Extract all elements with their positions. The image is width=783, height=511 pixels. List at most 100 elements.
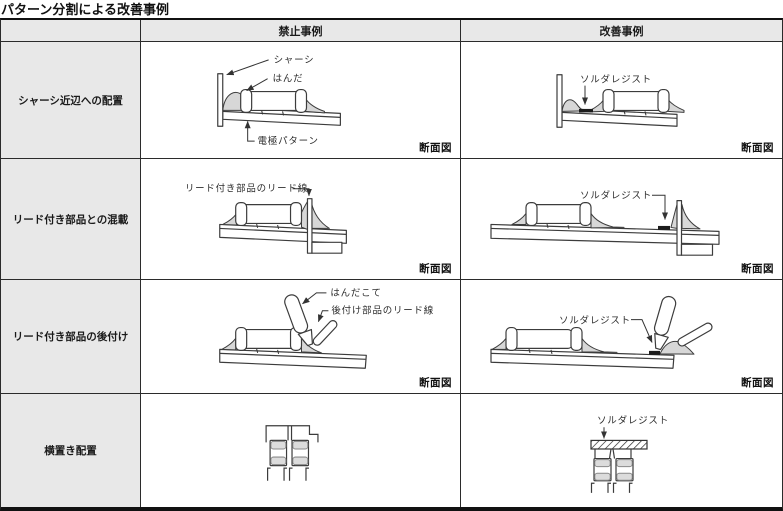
solder-fillet-lead-right: [310, 202, 330, 229]
diagram-horizontal-improved: ソルダレジスト: [461, 394, 782, 507]
chip-cap-left: [505, 326, 518, 351]
chassis-bar: [217, 73, 224, 127]
diagram-chassis-improved: ソルダレジスト: [461, 42, 782, 158]
solder-fillet-tall: [300, 201, 308, 230]
chip-cap-right: [657, 88, 670, 113]
solder-resist-mark: [658, 225, 670, 230]
chip-body: [239, 328, 297, 349]
label-electrode-pattern: 電極パターン: [258, 135, 319, 147]
solder-fillet-left: [491, 337, 507, 350]
diagram-mixed-improved: ソルダレジスト: [461, 159, 782, 279]
chip-cap-left: [235, 202, 248, 227]
label-retrofit-lead-wire: 後付け部品のリード線: [331, 305, 434, 317]
chip-cap-right: [289, 202, 303, 227]
solder-fillet-left: [511, 213, 527, 225]
caption-cross-section: 断面図: [741, 377, 774, 389]
chassis-bar: [556, 74, 563, 128]
solder-fillet-spread: [590, 213, 625, 229]
caption-cross-section: 断面図: [419, 377, 452, 389]
soldering-iron: [284, 294, 314, 347]
pattern-trace-top: [265, 425, 319, 443]
chip-cap-left: [602, 88, 615, 113]
row-label-chassis-proximity: シャーシ近辺への配置: [1, 42, 141, 159]
solder-fillet-spread: [581, 337, 618, 353]
cell-row1-improved: ソルダレジスト 断面図: [461, 42, 782, 159]
pattern-trace-stubs: [594, 448, 632, 459]
pcb-board: [219, 348, 367, 369]
chip-cap-left: [235, 326, 248, 351]
label-solder-resist: ソルダレジスト: [580, 74, 652, 86]
cell-row2-prohibited: リード付き部品のリード線 断面図: [141, 159, 461, 280]
chip-body: [239, 204, 297, 225]
header-prohibited: 禁止事例: [141, 20, 461, 42]
lead-wire: [306, 198, 313, 254]
cell-row3-prohibited: はんだこて 後付け部品のリード線 断面図: [141, 280, 461, 394]
retrofit-lead-wire: [677, 322, 713, 347]
pattern-trace-notch: [287, 425, 293, 441]
leader-arrow-chassis: [226, 59, 269, 76]
cell-row4-prohibited: [141, 394, 461, 507]
leader-arrow-retrofit-wire: [317, 310, 329, 323]
chip-cap-right: [294, 88, 308, 113]
chip-body: [244, 90, 304, 112]
chip-cap-right: [570, 326, 583, 351]
leader-arrow-solder: [246, 78, 268, 92]
chip-body: [509, 328, 573, 349]
caption-cross-section: 断面図: [741, 263, 774, 275]
caption-cross-section: 断面図: [419, 263, 452, 275]
solder-resist-hatch-bar: [590, 439, 648, 450]
label-soldering-iron: はんだこて: [330, 288, 381, 299]
diagram-retrofit-prohibited: はんだこて 後付け部品のリード線: [141, 280, 460, 393]
solder-fillet-left: [222, 213, 238, 226]
solder-fillet-right: [304, 98, 325, 114]
solder-wedge-right-of-lead: [681, 204, 701, 230]
label-solder-resist: ソルダレジスト: [580, 190, 652, 202]
cell-row3-improved: ソルダレジスト 断面図: [461, 280, 782, 394]
diagram-horizontal-prohibited: [141, 394, 460, 507]
chip-cap-left: [525, 202, 538, 227]
lead-clinch: [680, 243, 714, 256]
lead-clinch: [311, 241, 343, 254]
diagram-mixed-prohibited: リード付き部品のリード線: [141, 159, 460, 279]
pcb-board: [490, 348, 675, 369]
leader-arrow-electrode: [244, 120, 255, 142]
label-solder-resist: ソルダレジスト: [559, 315, 631, 327]
row-label-horizontal-placement: 横置き配置: [1, 394, 141, 507]
row-label-leaded-mixed: リード付き部品との混載: [1, 159, 141, 280]
solder-joint: [659, 340, 695, 355]
cell-row4-improved: ソルダレジスト: [461, 394, 782, 507]
improvement-table: 禁止事例 改善事例 シャーシ近辺への配置: [0, 18, 783, 511]
leader-arrow-resist: [631, 319, 653, 343]
soldering-iron: [653, 295, 677, 351]
label-solder-resist: ソルダレジスト: [597, 414, 669, 426]
lead-wire: [676, 200, 683, 256]
cell-row2-improved: ソルダレジスト 断面図: [461, 159, 782, 280]
chip-cap-right: [579, 202, 592, 227]
diagram-chassis-prohibited: シャーシ はんだ 電極パターン: [141, 42, 460, 158]
pcb-board: [490, 223, 720, 245]
diagram-retrofit-improved: ソルダレジスト: [461, 280, 782, 393]
leader-arrow-iron: [302, 292, 327, 305]
chip-body: [529, 204, 586, 225]
chip-cap-left: [240, 88, 253, 113]
header-improved: 改善事例: [461, 20, 782, 42]
caption-cross-section: 断面図: [741, 142, 774, 154]
row-label-retrofit: リード付き部品の後付け: [1, 280, 141, 394]
leader-arrow-lead-wire: [292, 188, 312, 197]
chip-body: [606, 90, 666, 112]
leader-arrow-resist: [652, 194, 668, 220]
pattern-trace-bottom: [590, 482, 633, 493]
cell-row1-prohibited: シャーシ はんだ 電極パターン 断面図: [141, 42, 461, 159]
solder-wedge-left-of-lead: [670, 204, 678, 229]
page-title: パターン分割による改善事例: [1, 2, 169, 17]
solder-fillet-left: [221, 337, 237, 351]
header-corner-cell: [1, 20, 141, 42]
label-chassis: シャーシ: [274, 55, 315, 66]
solder-resist-mark: [579, 108, 593, 113]
pattern-trace-bottom: [267, 467, 309, 481]
retrofit-lead-wire: [312, 320, 338, 346]
label-lead-wire: リード付き部品のリード線: [185, 183, 308, 195]
caption-cross-section: 断面図: [419, 142, 452, 154]
label-solder: はんだ: [273, 74, 304, 85]
